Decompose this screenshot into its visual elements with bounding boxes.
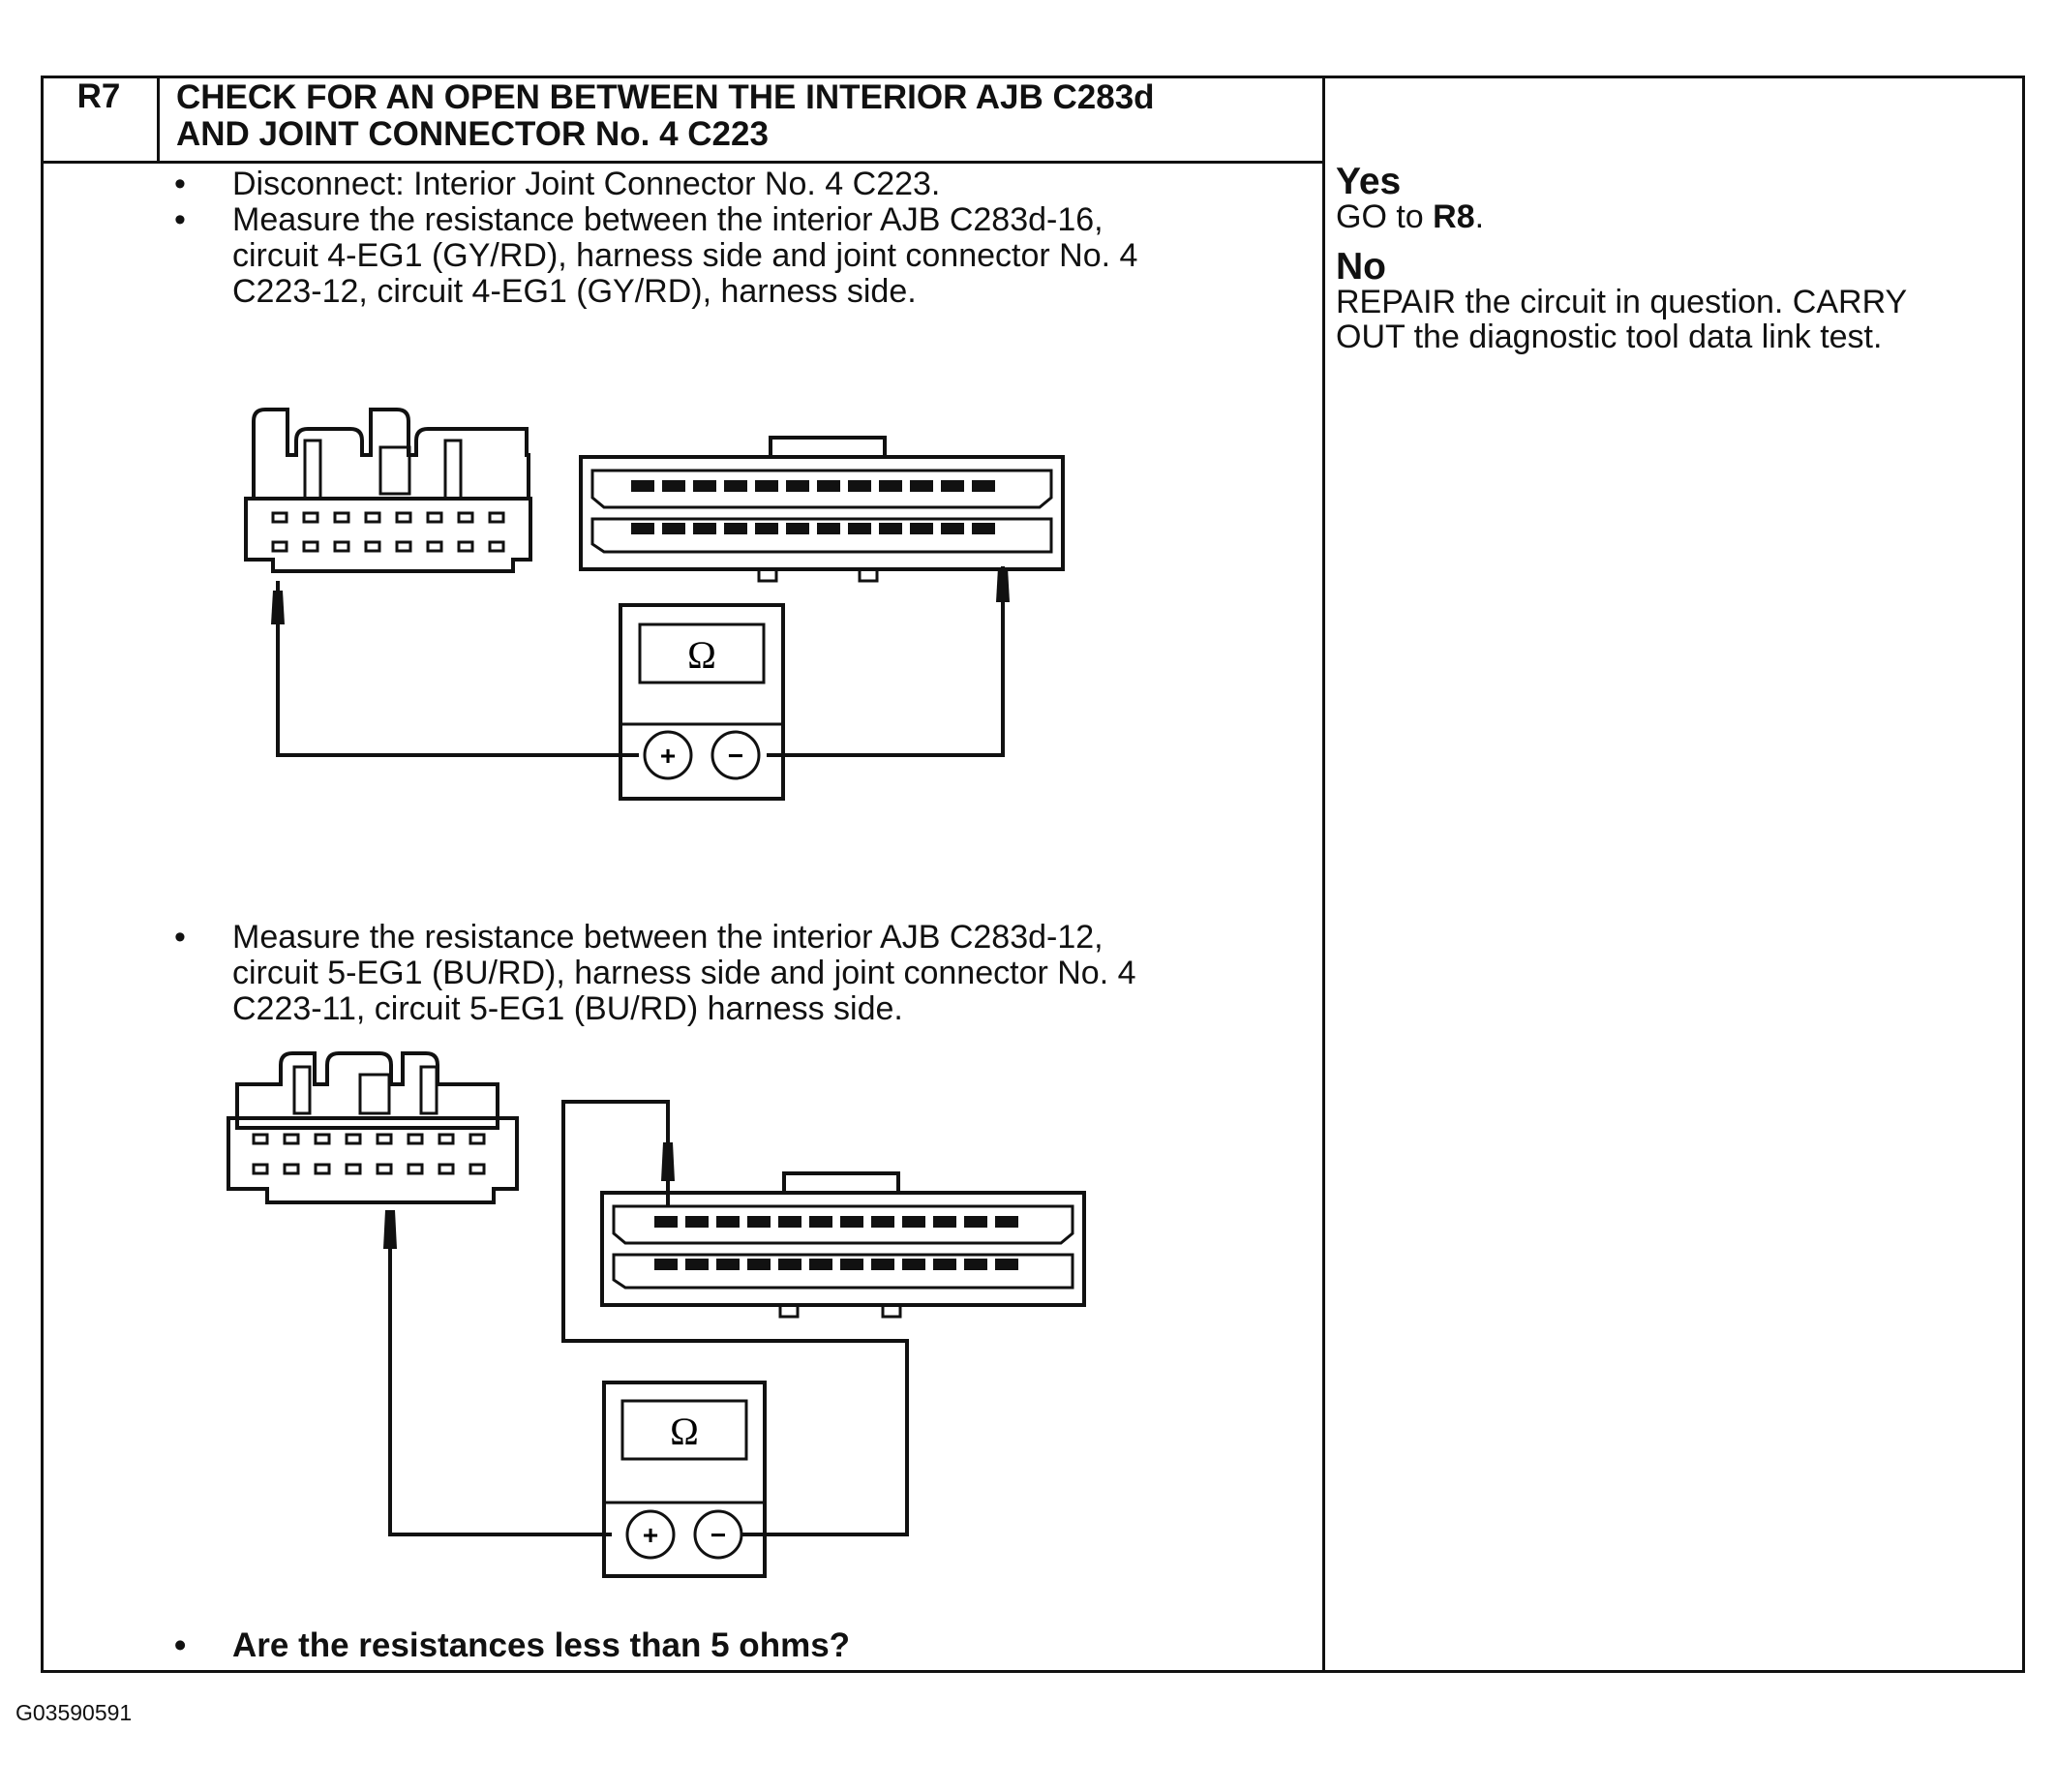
ohmmeter-1 (619, 603, 785, 801)
action-measure-1-line-1: Measure the resistance between the inter… (232, 201, 1104, 238)
connector-c283d-1 (244, 408, 532, 573)
action-measure-1-line-3: C223-12, circuit 4-EG1 (GY/RD), harness … (232, 273, 917, 310)
step-title-line-2: AND JOINT CONNECTOR No. 4 C223 (176, 115, 769, 153)
minus-terminal-1: − (728, 741, 743, 771)
action-disconnect: Disconnect: Interior Joint Connector No.… (174, 167, 1316, 203)
connector-c283d-2 (227, 1051, 519, 1204)
result-yes: Yes GO to R8. (1336, 161, 2004, 235)
connector-c223-1-pins (631, 480, 995, 534)
table-divider-step-id (157, 76, 160, 163)
result-yes-text: GO to R8. (1336, 198, 1485, 235)
table-divider-header (41, 161, 1324, 164)
step-id: R7 (76, 77, 121, 115)
result-yes-label: Yes (1336, 161, 1402, 202)
action-measure-1: Measure the resistance between the inter… (174, 202, 1316, 310)
action-measure-2: Measure the resistance between the inter… (174, 920, 1316, 1027)
connector-c283d-2-pins (252, 1133, 486, 1175)
test-leads-2 (388, 1100, 909, 1536)
figure-id: G03590591 (15, 1700, 133, 1725)
diagnostic-table (41, 76, 2025, 1673)
ohm-symbol-2: Ω (670, 1410, 699, 1453)
ohmmeter-2 (602, 1381, 767, 1578)
result-no-line-2: OUT the diagnostic tool data link test. (1336, 319, 1883, 355)
step-title: CHECK FOR AN OPEN BETWEEN THE INTERIOR A… (176, 79, 1299, 153)
probes-1 (271, 567, 1010, 624)
table-divider-results (1322, 76, 1325, 1673)
plus-terminal-2: + (643, 1520, 658, 1550)
result-no-line-1: REPAIR the circuit in question. CARRY (1336, 284, 1908, 320)
connector-c223-2-pins (654, 1216, 1018, 1270)
connector-c283d-1-pins (271, 511, 505, 553)
result-no-label: No (1336, 246, 1386, 288)
connector-c223-2 (600, 1171, 1086, 1319)
plus-terminal-1: + (660, 741, 676, 771)
action-list: Disconnect: Interior Joint Connector No.… (174, 167, 1316, 310)
question: Are the resistances less than 5 ohms? (174, 1626, 1316, 1665)
action-measure-2-line-3: C223-11, circuit 5-EG1 (BU/RD) harness s… (232, 990, 903, 1027)
test-leads-1 (276, 566, 1005, 757)
diagram-1: Ω + − (244, 408, 1065, 801)
minus-terminal-2: − (711, 1520, 726, 1550)
action-measure-1-line-2: circuit 4-EG1 (GY/RD), harness side and … (232, 237, 1138, 274)
action-measure-2-line-1: Measure the resistance between the inter… (232, 919, 1104, 956)
action-measure-2-line-2: circuit 5-EG1 (BU/RD), harness side and … (232, 955, 1136, 991)
diagram-2: Ω + − (227, 1051, 1086, 1578)
result-yes-target: R8 (1433, 198, 1475, 235)
ohm-symbol-1: Ω (687, 633, 716, 677)
step-title-line-1: CHECK FOR AN OPEN BETWEEN THE INTERIOR A… (176, 78, 1155, 116)
probes-2 (383, 1142, 675, 1249)
connector-c223-1 (579, 436, 1065, 583)
result-no: No REPAIR the circuit in question. CARRY… (1336, 246, 2004, 355)
